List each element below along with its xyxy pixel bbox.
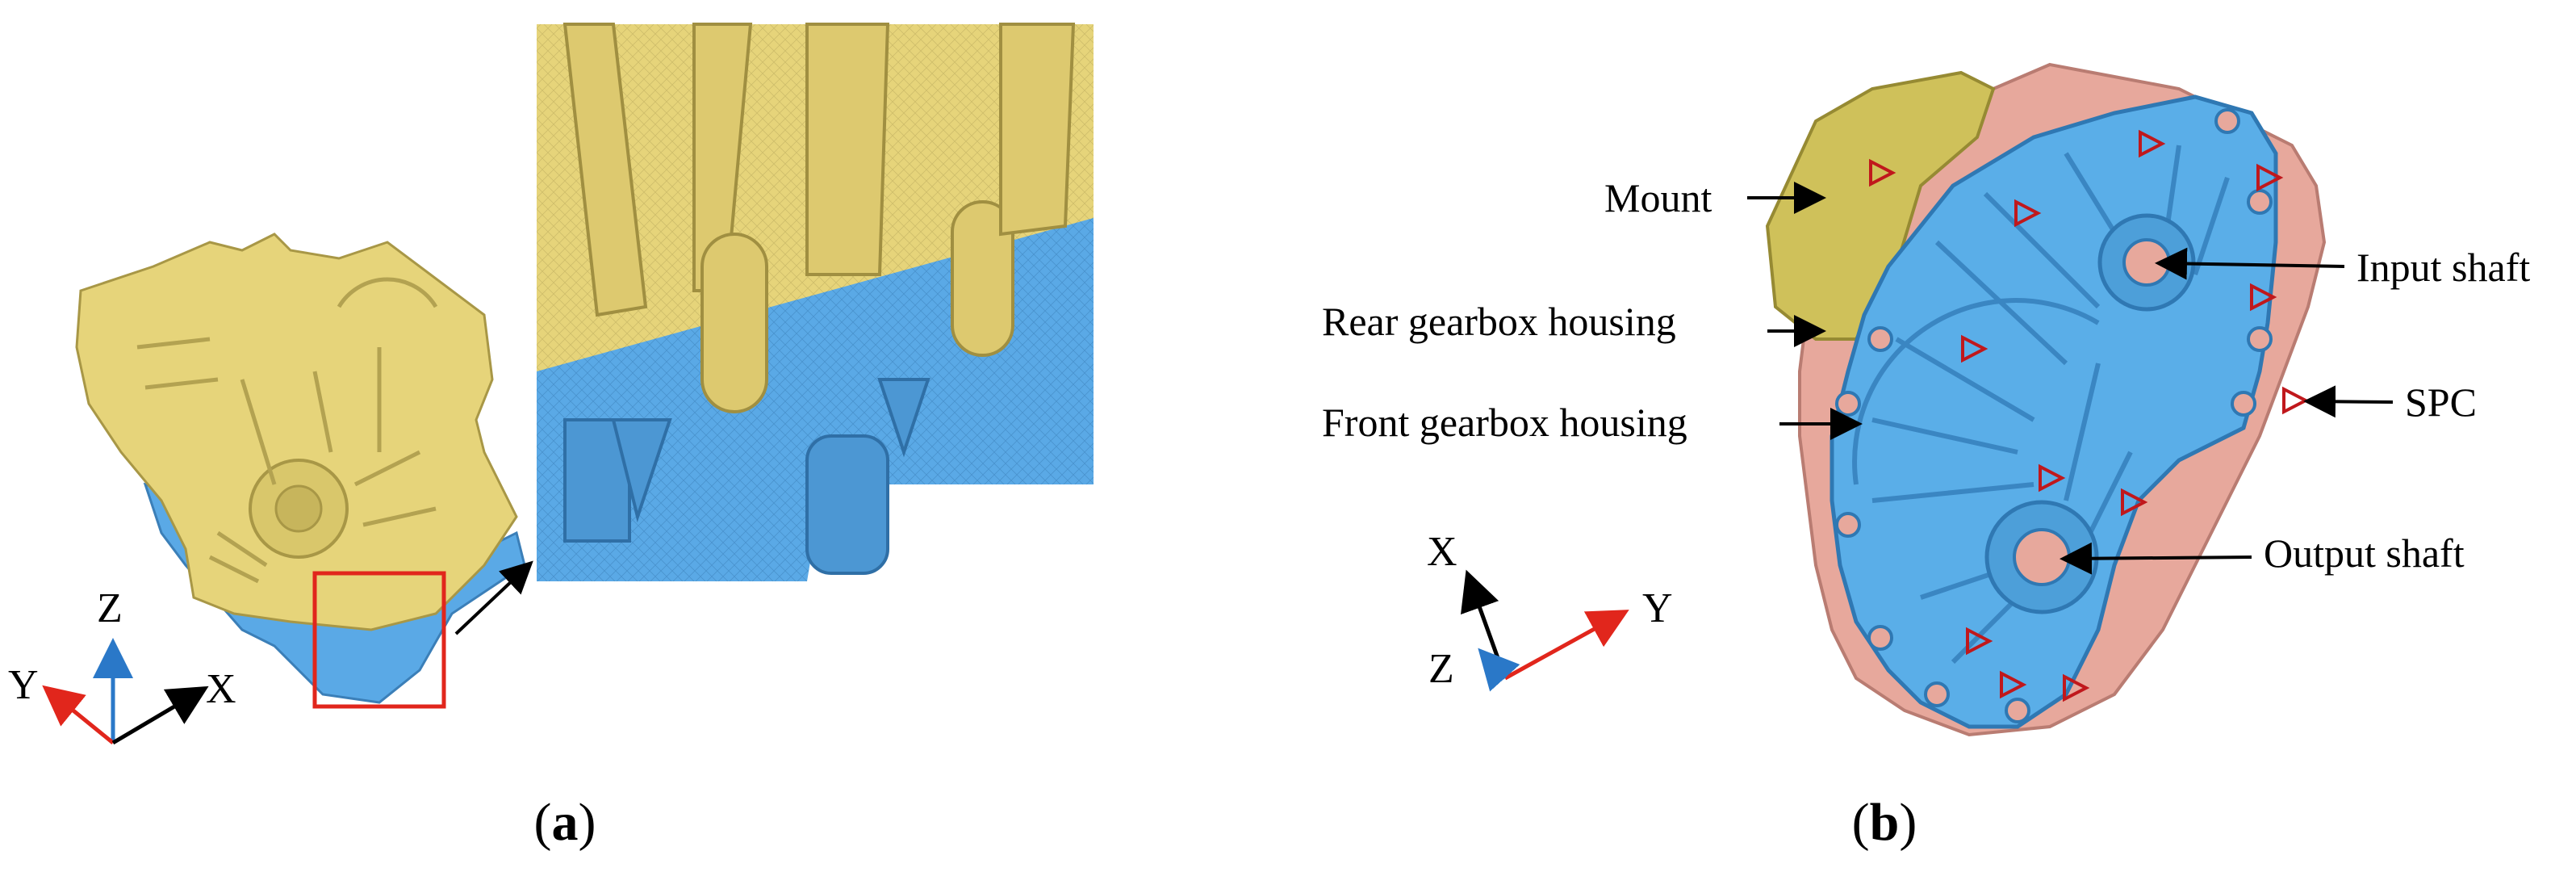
spc-marker xyxy=(2121,488,2148,517)
bearing-bore-inner-shape xyxy=(274,484,323,533)
axis-z-label: Z xyxy=(97,585,123,631)
panel-a: Z Y X (a) xyxy=(8,23,1094,852)
spc-marker xyxy=(2014,199,2042,228)
axis-x-label: X xyxy=(206,666,236,712)
callout-input-shaft-arrow xyxy=(2155,247,2345,280)
axis-y-label: Y xyxy=(1642,585,1673,631)
zoom-bosses xyxy=(562,23,1076,413)
spc-marker xyxy=(2039,463,2066,493)
spc-marker xyxy=(2282,386,2310,415)
spc-marker xyxy=(2139,129,2166,158)
gearbox-model-overview xyxy=(75,233,526,704)
callout-output-shaft-label: Output shaft xyxy=(2264,530,2465,576)
zoom-support-legs xyxy=(563,378,930,575)
callout-output-shaft-arrow xyxy=(2060,542,2252,575)
panel-b: Mount Rear gearbox housing Front gearbox… xyxy=(1322,62,2530,852)
spc-marker xyxy=(1869,158,1896,187)
axis-x-arrow xyxy=(1461,569,1508,679)
spc-marker xyxy=(2250,283,2277,312)
housing-ribs xyxy=(136,277,438,584)
callout-mount-label: Mount xyxy=(1604,175,1712,220)
callout-spc-label: SPC xyxy=(2405,379,2477,425)
callout-spc-arrow xyxy=(2303,385,2394,418)
axis-z-arrow xyxy=(1478,648,1520,692)
spc-marker xyxy=(1966,627,1993,656)
upper-housing-shape xyxy=(75,233,518,631)
panel-label-b: (b) xyxy=(1852,793,1917,852)
panel-label-a: (a) xyxy=(534,793,596,852)
spc-marker xyxy=(2256,163,2284,192)
spc-markers xyxy=(1869,129,2310,702)
detail-region-box xyxy=(312,571,446,709)
axis-x-arrow xyxy=(111,685,209,745)
axis-triad-a: Z Y X xyxy=(8,585,236,745)
axis-z-label: Z xyxy=(1428,646,1454,692)
spc-marker xyxy=(1961,334,1988,363)
axis-y-arrow xyxy=(1503,610,1629,681)
spc-marker xyxy=(2000,670,2027,699)
callout-front-housing-label: Front gearbox housing xyxy=(1322,400,1687,445)
callout-input-shaft-label: Input shaft xyxy=(2356,245,2530,290)
axis-y-arrow xyxy=(42,685,115,744)
zoom-arrow xyxy=(454,560,533,635)
axis-x-label: X xyxy=(1427,529,1457,575)
spc-marker xyxy=(2063,673,2090,702)
axis-y-label: Y xyxy=(8,662,39,708)
callouts: Mount Rear gearbox housing Front gearbox… xyxy=(1322,175,2530,576)
callout-rear-housing-label: Rear gearbox housing xyxy=(1322,299,1676,344)
zoom-detail-view xyxy=(537,23,1094,581)
axis-triad-b: X Y Z xyxy=(1427,529,1673,692)
